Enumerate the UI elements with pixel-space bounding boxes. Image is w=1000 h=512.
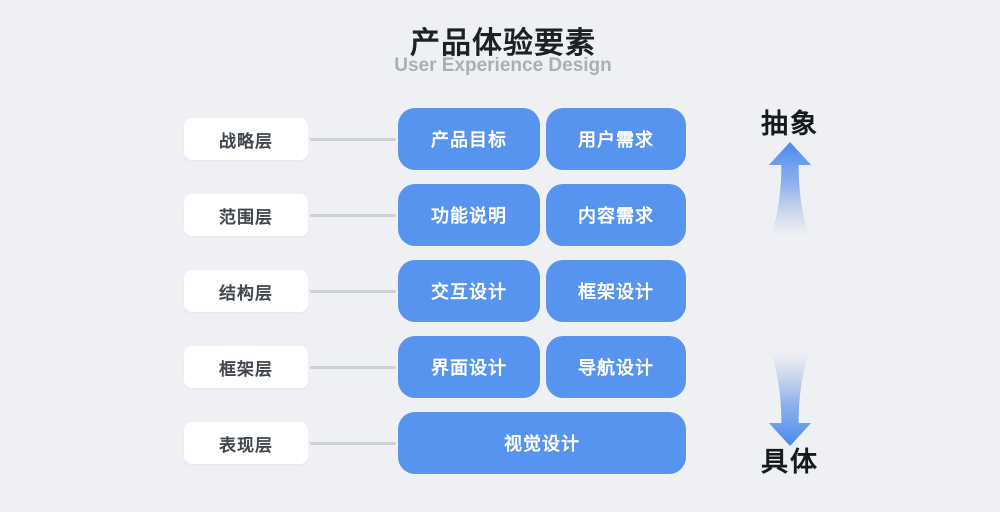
layer-row-strategy: 战略层 产品目标 用户需求 [184,108,686,170]
layer-label-skeleton: 框架层 [184,346,308,388]
layer-row-scope: 范围层 功能说明 内容需求 [184,184,686,246]
item-interface-design: 界面设计 [398,336,540,398]
item-framework-design: 框架设计 [546,260,686,322]
axis-label-concrete: 具体 [761,447,819,477]
connector-line [310,441,396,445]
item-product-goals: 产品目标 [398,108,540,170]
connector-line [310,365,396,369]
layer-row-structure: 结构层 交互设计 框架设计 [184,260,686,322]
page-title: 产品体验要素 [410,27,596,60]
layer-label-structure: 结构层 [184,270,308,312]
connector-line [310,137,396,141]
item-visual-design: 视觉设计 [398,412,686,474]
layer-row-surface: 表现层 视觉设计 [184,412,686,474]
arrow-up-icon [768,142,812,237]
connector-line [310,289,396,293]
layer-label-scope: 范围层 [184,194,308,236]
item-interaction-design: 交互设计 [398,260,540,322]
item-content-requirements: 内容需求 [546,184,686,246]
item-navigation-design: 导航设计 [546,336,686,398]
page-subtitle: User Experience Design [394,55,612,76]
item-functional-specs: 功能说明 [398,184,540,246]
layer-label-strategy: 战略层 [184,118,308,160]
arrow-down-icon [768,351,812,446]
item-user-needs: 用户需求 [546,108,686,170]
layer-label-surface: 表现层 [184,422,308,464]
connector-line [310,213,396,217]
layer-row-skeleton: 框架层 界面设计 导航设计 [184,336,686,398]
axis-label-abstract: 抽象 [761,109,819,139]
